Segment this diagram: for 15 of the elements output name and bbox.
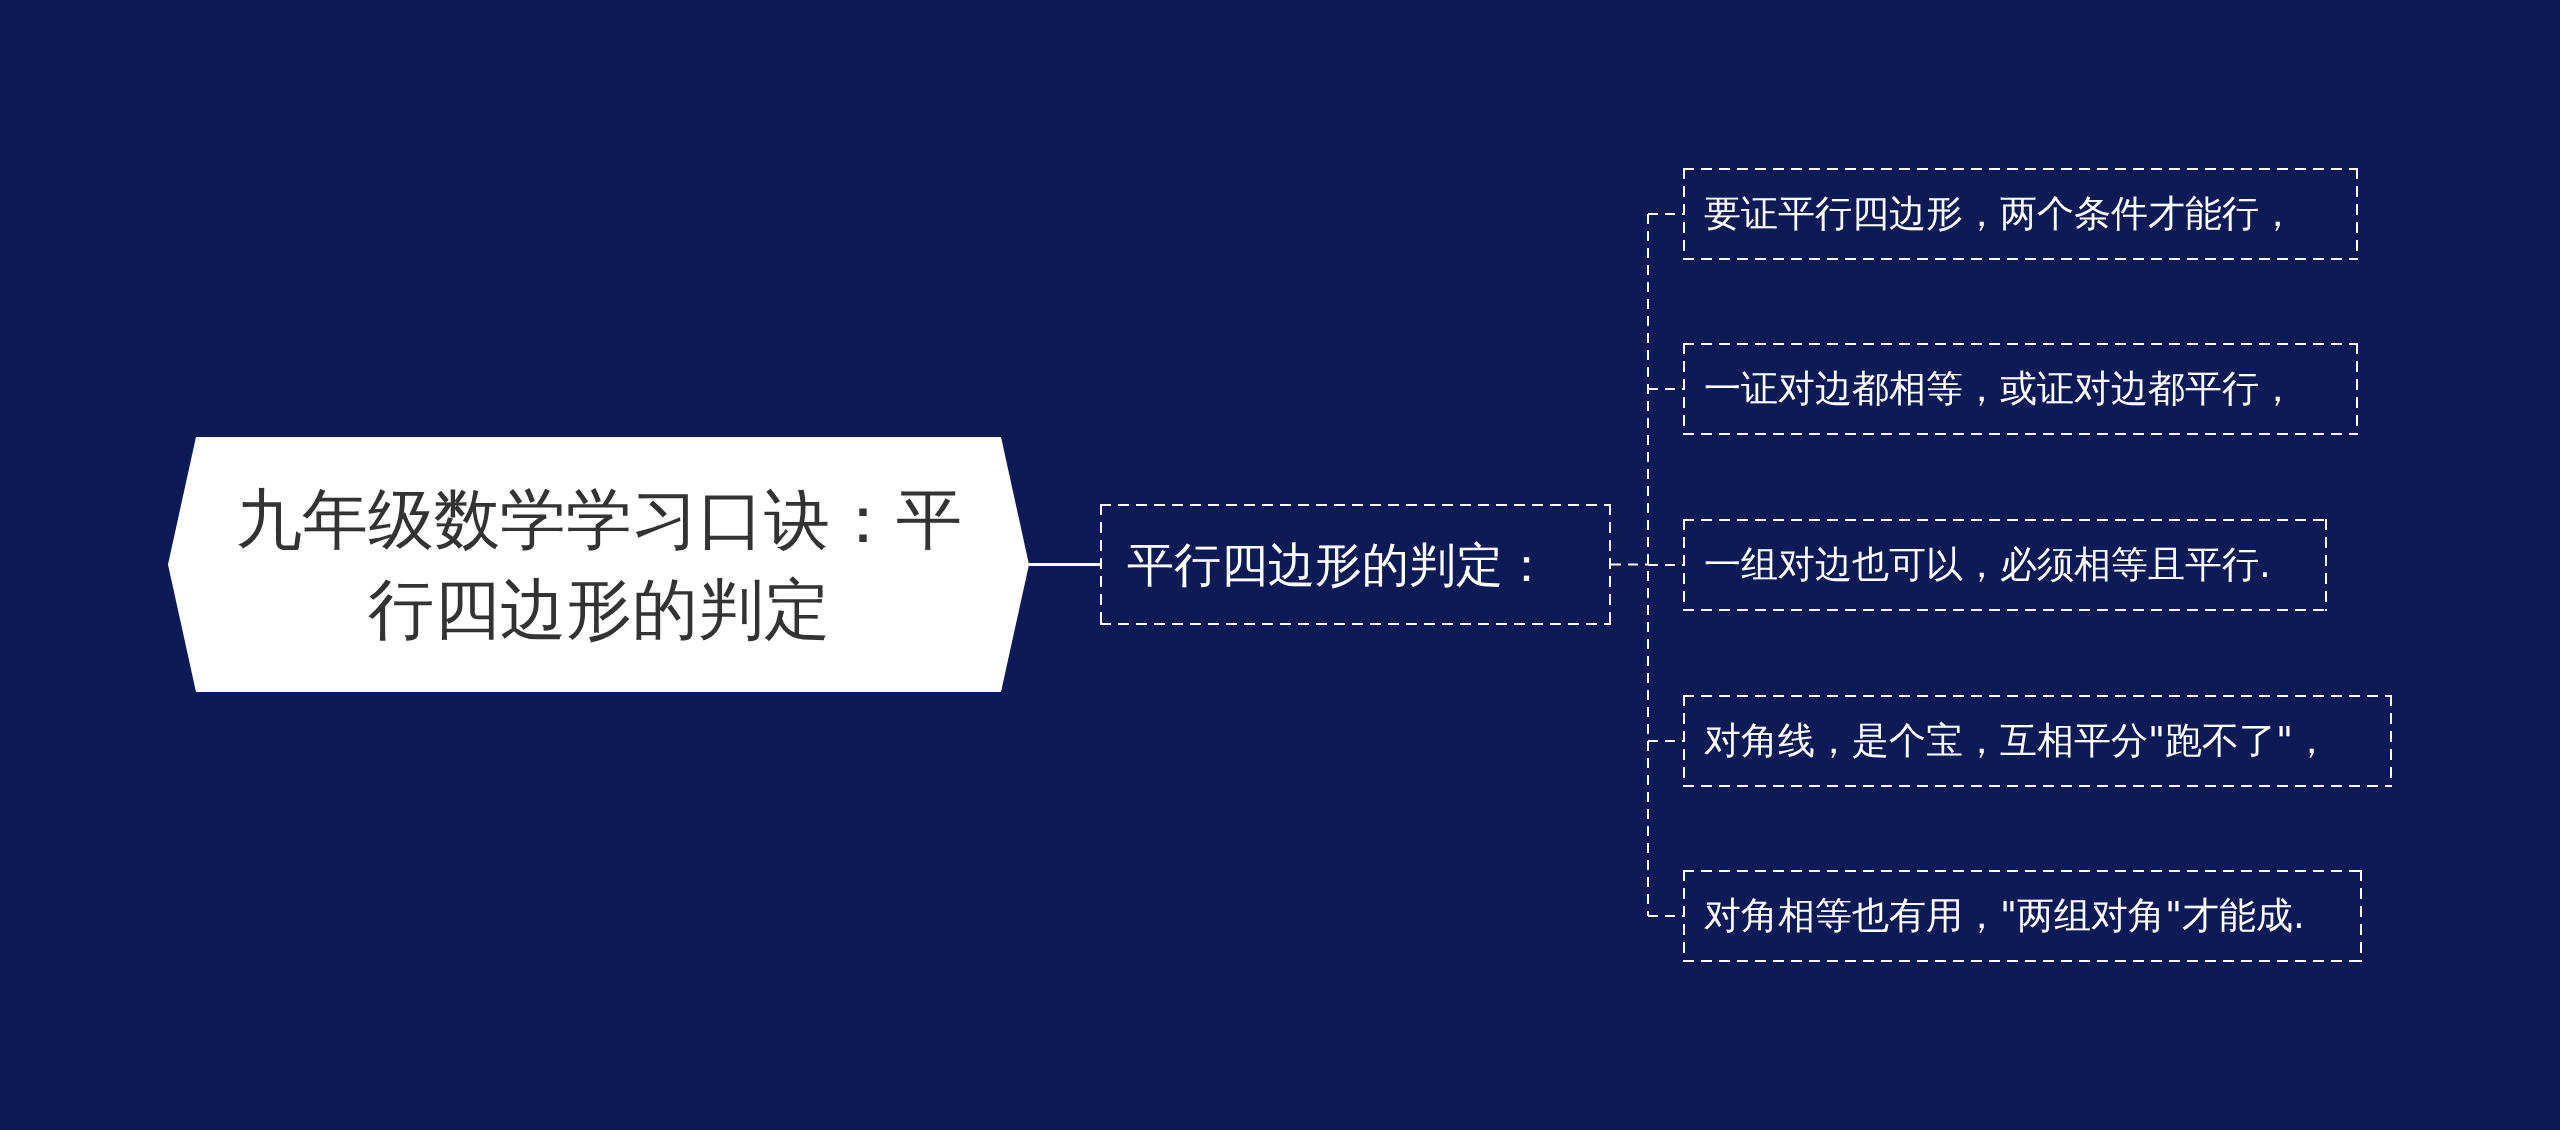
node-text: 一组对边也可以，必须相等且平行.	[1704, 542, 2271, 588]
node-text: 平行四边形的判定：	[1127, 535, 1550, 594]
node-text: 对角线，是个宝，互相平分"跑不了"，	[1704, 718, 2331, 764]
node-text: 要证平行四边形，两个条件才能行，	[1704, 191, 2296, 237]
dashed-box	[1683, 168, 2358, 260]
node-text: 对角相等也有用，"两组对角"才能成.	[1704, 893, 2305, 939]
dashed-box	[1683, 695, 2392, 787]
dashed-connector	[1610, 213, 1649, 917]
node-text: 九年级数学学习口诀：平行四边形的判定	[234, 479, 963, 650]
connector-line	[1029, 563, 1100, 566]
dashed-box	[1683, 519, 2327, 611]
dashed-box	[1683, 343, 2358, 435]
dashed-box	[1683, 870, 2362, 962]
dashed-box	[1100, 504, 1611, 625]
node-text: 一证对边都相等，或证对边都平行，	[1704, 366, 2296, 412]
